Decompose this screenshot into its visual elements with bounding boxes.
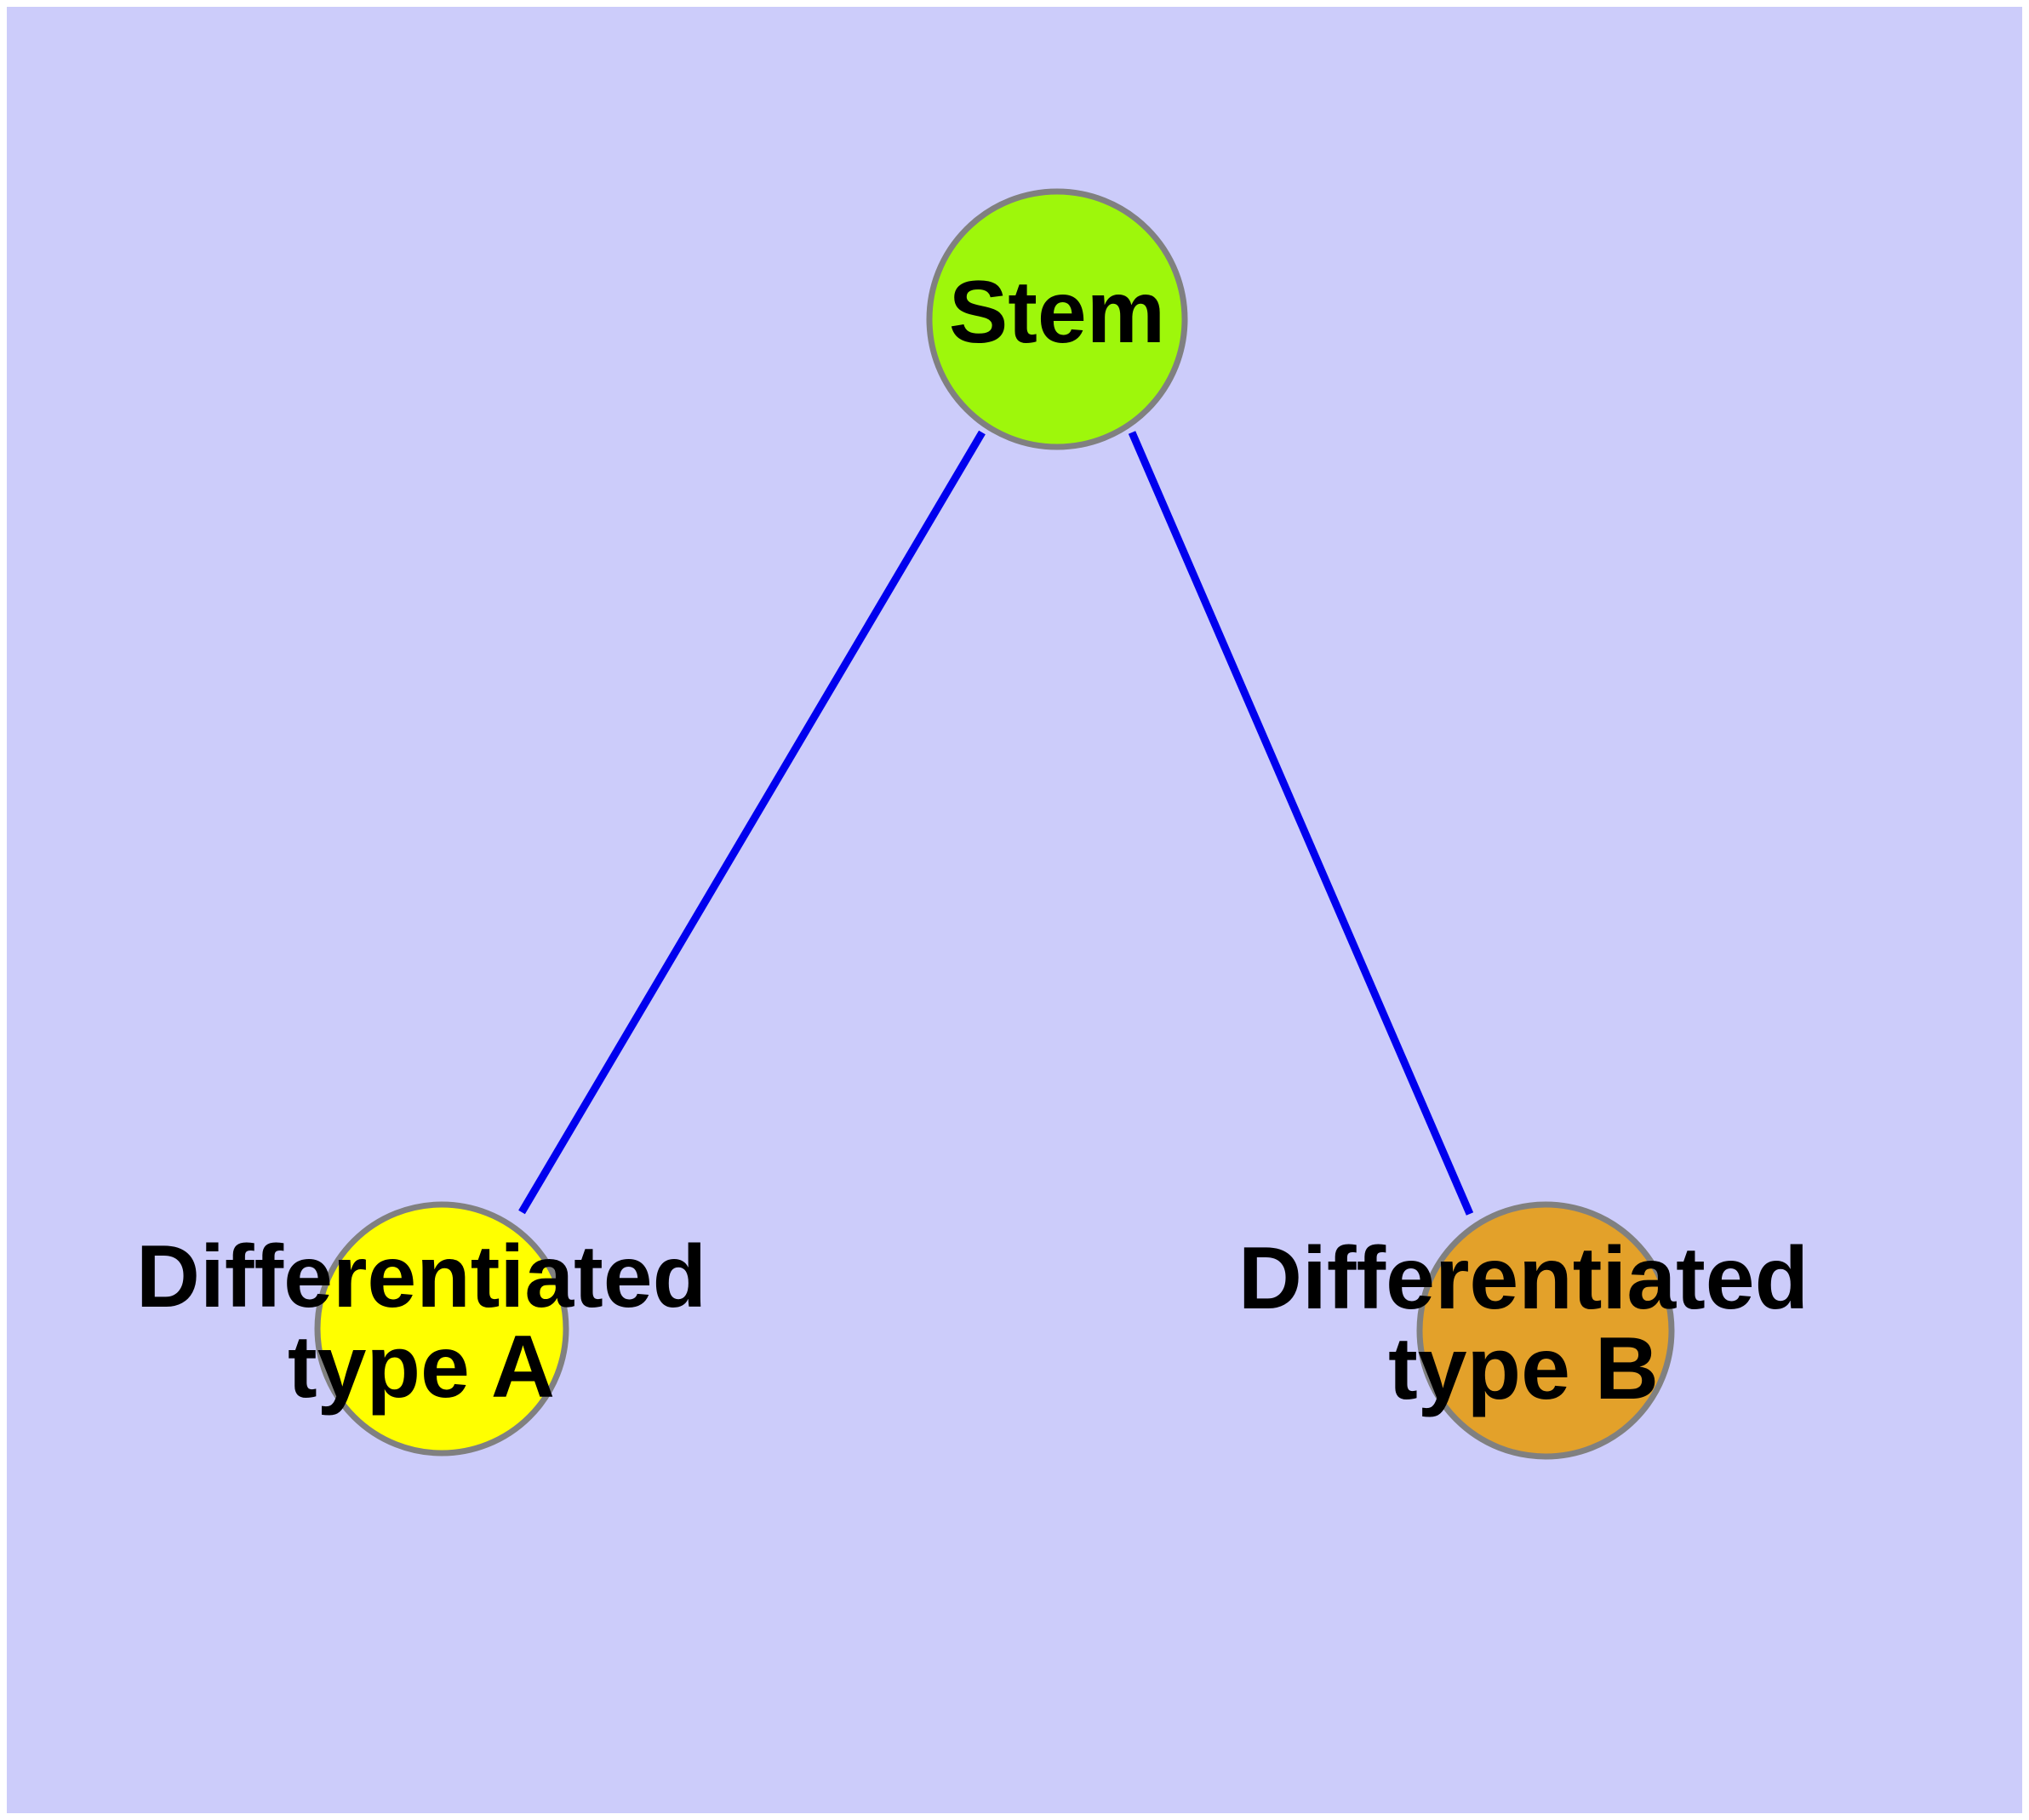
graph-edge-stem-diff_b[interactable] bbox=[1128, 431, 1474, 1216]
graph-node-diff_a[interactable] bbox=[314, 1201, 569, 1457]
graph-node-diff_b[interactable] bbox=[1416, 1201, 1675, 1460]
graph-edge-stem-diff_a[interactable] bbox=[518, 430, 986, 1215]
graph-node-label-stem: Stem bbox=[949, 263, 1165, 362]
node-layer bbox=[314, 188, 1675, 1460]
graph-node-stem[interactable] bbox=[926, 188, 1188, 450]
edge-layer bbox=[518, 430, 1474, 1216]
